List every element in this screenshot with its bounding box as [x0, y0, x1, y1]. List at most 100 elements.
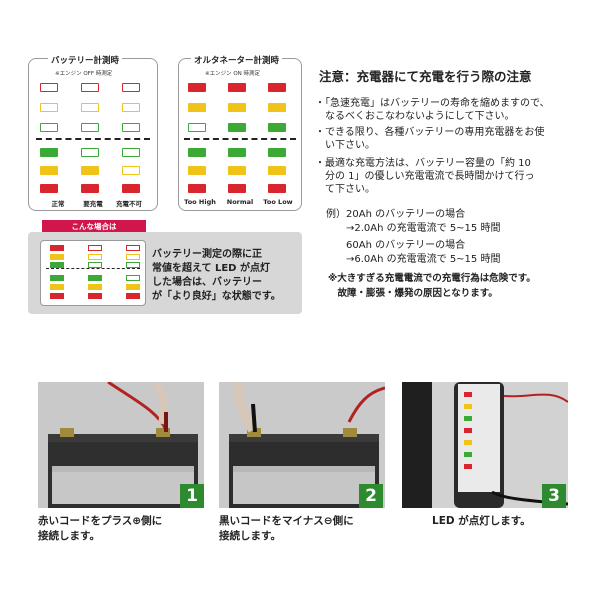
alternator-led	[188, 83, 206, 92]
alert-mini-led	[88, 275, 102, 281]
battery-led	[81, 123, 99, 132]
notes-example-line: →6.0Ah の充電電流で 5~15 時間	[326, 254, 501, 265]
battery-led	[40, 123, 58, 132]
step3-caption-line1: LED が点灯します。	[432, 515, 531, 527]
alert-mini-led	[126, 293, 140, 299]
alert-mini-led	[126, 245, 140, 251]
battery-led	[40, 184, 58, 193]
battery-led	[81, 83, 99, 92]
step2-caption-line1: 黒いコードをマイナス⊖側に	[219, 515, 354, 527]
alert-mini-divider	[46, 268, 140, 269]
alternator-led	[228, 184, 246, 193]
alternator-led	[188, 103, 206, 112]
battery-led	[122, 166, 140, 175]
battery-led	[81, 184, 99, 193]
battery-led	[40, 148, 58, 157]
alternator-led	[188, 184, 206, 193]
notes-line: い下さい。	[315, 140, 375, 151]
notes-line: 分の 1」の優しい充電電流で長時間かけて行っ	[315, 171, 535, 182]
alternator-panel-title: オルタネーター計測時	[191, 54, 283, 66]
step2-illustration	[219, 382, 385, 508]
alert-mini-led	[50, 284, 64, 290]
battery-led	[122, 103, 140, 112]
battery-led	[122, 148, 140, 157]
battery-panel-subtitle: ※エンジン OFF 時測定	[55, 71, 113, 77]
notes-line: ・「急速充電」はバッテリーの寿命を縮めますので、	[315, 98, 550, 109]
alternator-led	[228, 148, 246, 157]
alert-mini-led	[88, 254, 102, 260]
alert-mini-led	[50, 254, 64, 260]
notes-line: て下さい。	[315, 184, 375, 195]
battery-panel-title: バッテリー計測時	[48, 54, 123, 66]
notes-example-line: 例）20Ah のバッテリーの場合	[326, 209, 466, 220]
step1-caption: 赤いコードをプラス⊕側に 接続します。	[38, 514, 162, 544]
notes-warning-line: ※大きすぎる充電電流での充電行為は危険です。	[328, 273, 536, 284]
alert-text-line: した場合は、バッテリー	[152, 277, 262, 288]
alert-text-line: が「より良好」な状態です。	[152, 291, 281, 302]
alert-mini-led	[88, 293, 102, 299]
battery-led	[40, 83, 58, 92]
alternator-led	[268, 148, 286, 157]
alert-tab: こんな場合は	[42, 220, 146, 233]
alternator-led	[268, 184, 286, 193]
step2-caption-line2: 接続します。	[219, 530, 281, 542]
alternator-led	[268, 83, 286, 92]
alternator-led	[228, 166, 246, 175]
alert-text-line: 常値を超えて LED が点灯	[152, 263, 270, 274]
alternator-led	[228, 103, 246, 112]
alert-mini-led	[50, 262, 64, 268]
step1-caption-line2: 接続します。	[38, 530, 100, 542]
alternator-led	[228, 83, 246, 92]
battery-led	[81, 103, 99, 112]
step1-caption-line1: 赤いコードをプラス⊕側に	[38, 515, 163, 527]
step2-caption: 黒いコードをマイナス⊖側に 接続します。	[219, 514, 354, 544]
notes-line: ・最適な充電方法は、バッテリー容量の「約 10	[315, 158, 531, 169]
step3-caption: LED が点灯します。	[432, 514, 531, 529]
battery-led	[81, 148, 99, 157]
alternator-led	[268, 166, 286, 175]
step2-photo	[219, 382, 385, 508]
notes-line: なるべくおこなわないようにして下さい。	[315, 111, 515, 122]
battery-led	[40, 166, 58, 175]
step3-number: 3	[542, 484, 566, 508]
alert-mini-led	[50, 275, 64, 281]
alert-mini-led	[50, 293, 64, 299]
alert-mini-led	[50, 245, 64, 251]
alternator-led	[188, 166, 206, 175]
step2-number: 2	[359, 484, 383, 508]
step1-number: 1	[180, 484, 204, 508]
alternator-led	[228, 123, 246, 132]
alert-mini-led	[88, 262, 102, 268]
alternator-led	[268, 103, 286, 112]
alternator-label-too-high: Too High	[184, 198, 216, 206]
alert-mini-led	[126, 262, 140, 268]
alternator-label-too-low: Too Low	[263, 198, 293, 206]
battery-led	[122, 83, 140, 92]
notes-warning-line: 故障・膨張・爆発の原因となります。	[328, 288, 498, 299]
battery-led	[40, 103, 58, 112]
battery-label-nocharge: 充電不可	[116, 200, 142, 208]
alert-mini-led	[126, 275, 140, 281]
battery-label-charge: 要充電	[83, 200, 103, 208]
alternator-divider	[184, 138, 296, 140]
alternator-led	[188, 123, 206, 132]
alert-text-line: バッテリー測定の際に正	[152, 249, 262, 260]
battery-led	[81, 166, 99, 175]
alert-mini-led	[126, 254, 140, 260]
battery-divider	[36, 138, 150, 140]
alert-mini-led	[88, 284, 102, 290]
alternator-panel-subtitle: ※エンジン ON 時測定	[205, 71, 261, 77]
alert-mini-led	[126, 284, 140, 290]
step1-illustration	[38, 382, 204, 508]
notes-line: ・できる限り、各種バッテリーの専用充電器をお使	[315, 127, 545, 138]
battery-led	[122, 123, 140, 132]
notes-title: 注意：充電器にて充電を行う際の注意	[319, 69, 532, 84]
alternator-label-normal: Normal	[226, 198, 254, 206]
notes-example-line: →2.0Ah の充電電流で 5~15 時間	[326, 223, 501, 234]
alternator-led	[188, 148, 206, 157]
battery-label-normal: 正常	[51, 200, 65, 208]
battery-led	[122, 184, 140, 193]
alternator-led	[268, 123, 286, 132]
step1-photo	[38, 382, 204, 508]
notes-example-line: 60Ah のバッテリーの場合	[326, 240, 466, 251]
